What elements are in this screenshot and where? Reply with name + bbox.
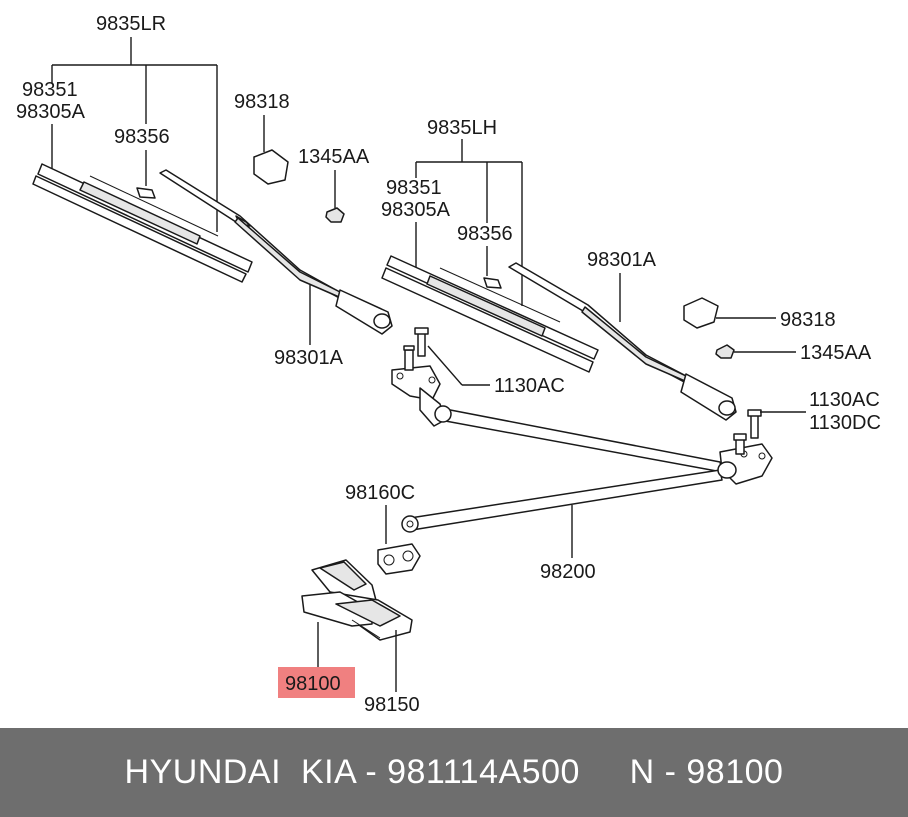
label-rh-nut: 1345AA [800,342,872,364]
linkage-rods [401,387,723,533]
diagram-canvas: 9835LR 98351 98305A 98356 98318 1345AA 9… [16,13,881,716]
label-lr-blade-a: 98351 [22,79,78,101]
label-motor-bracket: 98150 [364,694,420,716]
rh-cap [683,297,776,329]
pivot-right [717,409,773,485]
label-pivot-bolt-right-a: 1130AC [809,389,880,411]
motor-label-highlight [278,667,355,698]
footer-part-number-text: HYUNDAI KIA - 981114A500 N - 98100 [124,753,784,791]
lh-wiper-blade [381,255,599,373]
label-motor: 98100 [285,673,341,695]
label-lh-blade-b: 98305A [381,199,451,221]
label-lh-clip: 98356 [457,223,513,245]
pivot-left-bolt-leader [427,345,463,386]
label-linkage: 98200 [540,561,596,583]
label-pivot-bolt-right-b: 1130DC [809,412,881,434]
lr-wiper-arm [159,169,393,335]
label-lr-arm: 98301A [274,347,344,369]
lh-clip [483,277,502,289]
label-lh-arm: 98301A [587,249,657,271]
label-lh-group: 9835LH [427,117,497,139]
lr-clip [136,187,156,199]
lh-bracket-lines [415,139,523,306]
lr-cap [253,115,289,185]
label-lh-blade-a: 98351 [386,177,442,199]
label-lr-nut: 1345AA [298,146,370,168]
lh-wiper-arm [508,262,737,421]
part-number-footer: HYUNDAI KIA - 981114A500 N - 98100 [0,728,908,817]
wiper-motor-assembly [301,559,413,641]
label-lr-blade-b: 98305A [16,101,86,123]
bushing [377,505,421,575]
lr-wiper-blade [32,163,253,283]
lr-nut [325,170,345,223]
label-lr-cap: 98318 [234,91,290,113]
label-lr-group: 9835LR [96,13,166,35]
label-rh-cap: 98318 [780,309,836,331]
label-pivot-bolt-left: 1130AC [494,375,565,397]
rh-nut [715,344,796,359]
label-lr-clip: 98356 [114,126,170,148]
pivot-left [391,327,441,401]
lr-bracket-lines [51,37,218,232]
label-bushing: 98160C [345,482,415,504]
